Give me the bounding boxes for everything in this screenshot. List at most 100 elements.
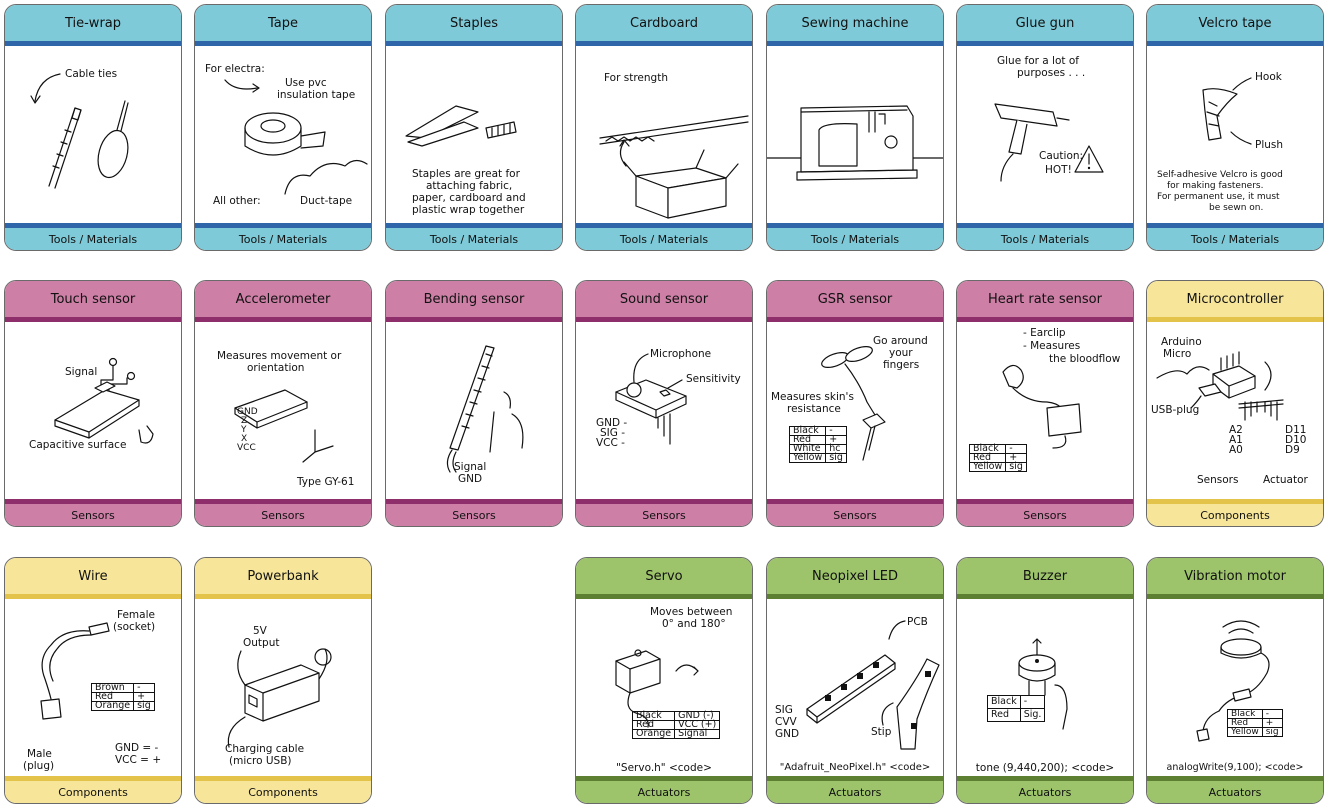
card-sewing-machine[interactable]: Sewing machine Tools / Materials (766, 4, 944, 251)
svg-text:VCC -: VCC - (596, 437, 625, 449)
svg-text:HOT!: HOT! (1045, 164, 1072, 176)
neopixel-code-line: "Adafruit_NeoPixel.h" <code> (779, 762, 931, 773)
svg-text:insulation tape: insulation tape (277, 89, 355, 101)
card-category: Tools / Materials (576, 228, 752, 250)
card-title: GSR sensor (767, 281, 943, 317)
table-cell: Orange (90, 701, 135, 711)
svg-text:GND -: GND - (596, 417, 627, 429)
card-touch-sensor[interactable]: Touch sensor Signal Capacitive surface S… (4, 280, 182, 527)
cardboard-illustration: For strength (576, 46, 752, 223)
buzzer-code-line: tone (9,440,200); <code> (975, 762, 1115, 774)
vibration-code-line: analogWrite(9,100); <code> (1166, 762, 1304, 773)
servo-illustration: Moves between 0° and 180° "Servo.h" <cod… (576, 599, 752, 776)
card-title: Staples (386, 5, 562, 41)
svg-text:All other:: All other: (213, 195, 261, 207)
card-sound-sensor[interactable]: Sound sensor Microphone Sensitivity GND … (575, 280, 753, 527)
svg-text:For permanent use, it must: For permanent use, it must (1157, 192, 1280, 202)
wire-illustration: Female (socket) Male (plug) GND = - VCC … (5, 599, 181, 776)
svg-text:For electra:: For electra: (205, 63, 265, 75)
svg-text:Go around: Go around (873, 335, 928, 347)
card-bending-sensor[interactable]: Bending sensor Signal GND Sensors (385, 280, 563, 527)
heart-rate-illustration: - Earclip - Measures the bloodflow Black… (957, 322, 1133, 499)
card-tie-wrap[interactable]: Tie-wrap Cable ties Tools / Materials (4, 4, 182, 251)
svg-text:plastic wrap together: plastic wrap together (412, 204, 525, 216)
powerbank-illustration: 5V Output Charging cable (micro USB) (195, 599, 371, 776)
table-cell: sig (1261, 727, 1283, 737)
card-category: Sensors (957, 504, 1133, 526)
svg-text:for making fasteners.: for making fasteners. (1167, 181, 1263, 191)
card-category: Tools / Materials (386, 228, 562, 250)
card-accelerometer[interactable]: Accelerometer Measures movement or orien… (194, 280, 372, 527)
card-title: Wire (5, 558, 181, 594)
svg-text:- Earclip: - Earclip (1023, 327, 1066, 339)
svg-text:VCC: VCC (237, 443, 256, 453)
svg-text:Caution:: Caution: (1039, 150, 1083, 162)
note-cable-ties: Cable ties (65, 68, 117, 80)
card-category: Tools / Materials (195, 228, 371, 250)
svg-text:paper, cardboard and: paper, cardboard and (412, 192, 526, 204)
svg-text:Glue for a lot of: Glue for a lot of (997, 55, 1079, 67)
table-row: Black- (987, 695, 1046, 709)
svg-text:Microphone: Microphone (650, 348, 711, 360)
card-microcontroller[interactable]: Microcontroller Arduino Micro USB-plug A… (1146, 280, 1324, 527)
table-cell: Yellow (788, 453, 827, 463)
card-title: Cardboard (576, 5, 752, 41)
svg-text:Z: Z (241, 416, 247, 426)
card-wire[interactable]: Wire Female (socket) Male (plug) GND = -… (4, 557, 182, 804)
svg-text:(plug): (plug) (23, 760, 54, 772)
card-glue-gun[interactable]: Glue gun Glue for a lot of purposes . . … (956, 4, 1134, 251)
card-tape[interactable]: Tape For electra: Use pvc insulation tap… (194, 4, 372, 251)
svg-text:Measures skin's: Measures skin's (771, 391, 854, 403)
svg-text:Type GY-61: Type GY-61 (296, 476, 354, 488)
svg-text:Stip: Stip (871, 726, 892, 738)
svg-text:orientation: orientation (247, 362, 304, 374)
card-cardboard[interactable]: Cardboard For strength Tools / Materials (575, 4, 753, 251)
svg-text:A2: A2 (1229, 424, 1243, 436)
card-category: Components (195, 781, 371, 803)
table-cell: Sig. (1019, 708, 1046, 722)
svg-text:the bloodflow: the bloodflow (1049, 353, 1121, 365)
svg-text:Output: Output (243, 637, 279, 649)
card-title: Neopixel LED (767, 558, 943, 594)
card-neopixel-led[interactable]: Neopixel LED PCB SIG CVV GND Stip "Adafr… (766, 557, 944, 804)
card-category: Sensors (767, 504, 943, 526)
microcontroller-illustration: Arduino Micro USB-plug A2 A1 A0 D11 D10 … (1147, 322, 1323, 499)
svg-text:Signal: Signal (454, 461, 486, 473)
table-cell: Black (987, 695, 1021, 709)
svg-text:Measures movement or: Measures movement or (217, 350, 342, 362)
card-category: Sensors (576, 504, 752, 526)
svg-text:attaching fabric,: attaching fabric, (426, 180, 512, 192)
card-category: Tools / Materials (957, 228, 1133, 250)
svg-text:GND: GND (775, 728, 799, 740)
svg-text:- Measures: - Measures (1023, 340, 1080, 352)
card-title: Sewing machine (767, 5, 943, 41)
svg-text:Use pvc: Use pvc (285, 77, 327, 89)
servo-code-line: "Servo.h" <code> (616, 762, 712, 774)
card-staples[interactable]: Staples Staples are great for attaching … (385, 4, 563, 251)
card-servo[interactable]: Servo Moves between 0° and 180° "Servo.h… (575, 557, 753, 804)
card-powerbank[interactable]: Powerbank 5V Output Charging cable (micr… (194, 557, 372, 804)
card-category: Tools / Materials (767, 228, 943, 250)
card-category: Sensors (5, 504, 181, 526)
card-title: Tie-wrap (5, 5, 181, 41)
svg-text:Staples are great for: Staples are great for (412, 168, 521, 180)
svg-text:CVV: CVV (775, 716, 798, 728)
svg-text:GND: GND (458, 473, 482, 485)
touch-sensor-illustration: Signal Capacitive surface (5, 322, 181, 499)
card-heart-rate-sensor[interactable]: Heart rate sensor - Earclip - Measures t… (956, 280, 1134, 527)
card-title: Velcro tape (1147, 5, 1323, 41)
card-title: Servo (576, 558, 752, 594)
card-velcro-tape[interactable]: Velcro tape Hook Plush Self-adhesive Vel… (1146, 4, 1324, 251)
card-title: Tape (195, 5, 371, 41)
card-gsr-sensor[interactable]: GSR sensor Go around your fingers Measur… (766, 280, 944, 527)
